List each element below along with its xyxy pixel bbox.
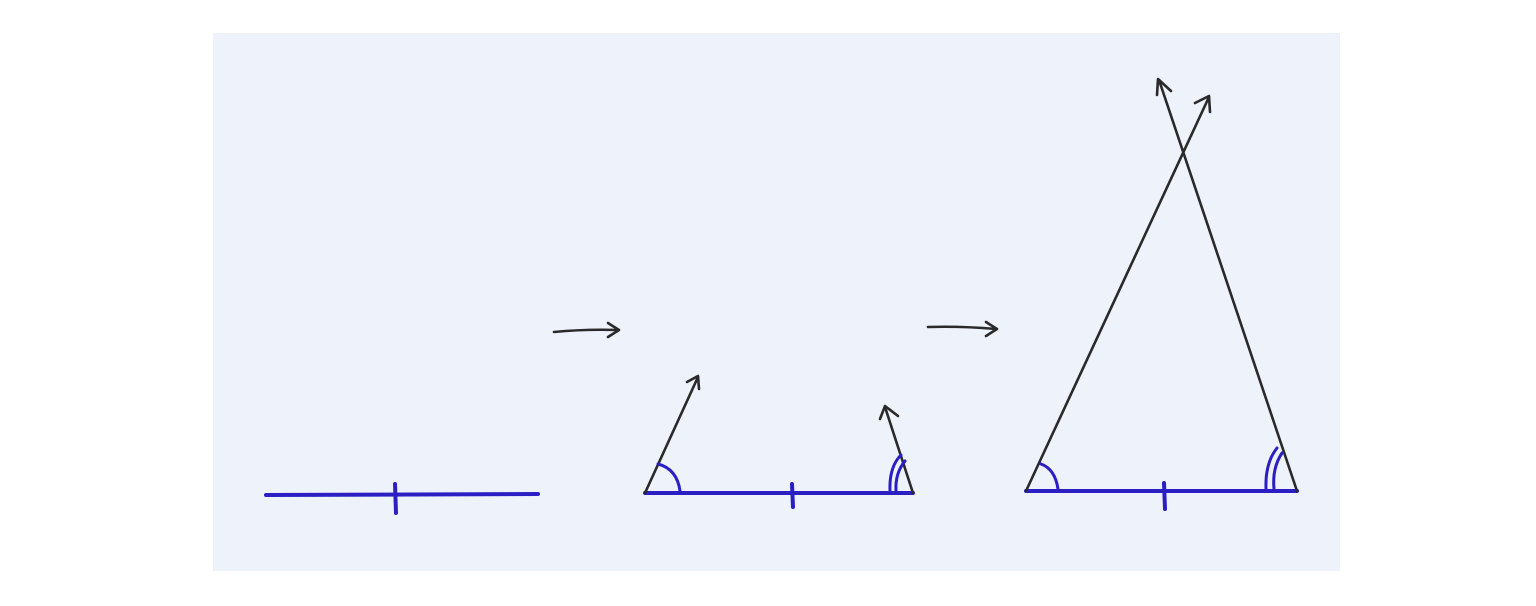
diagram-panel bbox=[213, 33, 1340, 571]
step-2-right-ray-arrowhead bbox=[878, 404, 900, 421]
step-3-completed-triangle bbox=[1024, 77, 1299, 511]
panel-background bbox=[213, 33, 1340, 571]
step-2-base-with-rays bbox=[643, 374, 915, 509]
step-1-segment-line bbox=[264, 492, 540, 497]
step-2-tick-mark bbox=[790, 482, 795, 509]
triangle-construction-diagram bbox=[213, 33, 1340, 571]
step-3-right-angle-arc-outer bbox=[1272, 451, 1284, 491]
transition-arrow-2-shaft bbox=[926, 325, 998, 331]
step-3-right-ray bbox=[1157, 78, 1299, 493]
step-3-left-ray bbox=[1024, 95, 1211, 493]
step-3-right-ray-arrowhead bbox=[1155, 77, 1173, 97]
step-1-tick-mark bbox=[393, 482, 398, 515]
step-2-right-angle-arc-inner bbox=[888, 453, 903, 493]
step-2-left-ray-arrowhead bbox=[685, 374, 701, 391]
step-3-left-ray-arrowhead bbox=[1193, 94, 1212, 114]
step-2-right-angle-arc-outer bbox=[894, 459, 907, 493]
transition-arrow-1-shaft bbox=[552, 328, 620, 334]
step-2-right-ray bbox=[883, 405, 915, 495]
transition-arrow-2 bbox=[926, 320, 999, 338]
step-3-left-angle-arc bbox=[1039, 462, 1060, 491]
step-1-base-segment bbox=[264, 482, 540, 515]
step-2-left-ray bbox=[643, 375, 700, 495]
step-3-tick-mark bbox=[1162, 481, 1167, 511]
transition-arrow-1-head bbox=[606, 321, 621, 339]
transition-arrow-2-head bbox=[984, 320, 999, 338]
step-2-left-angle-arc bbox=[656, 462, 682, 493]
step-3-right-angle-arc-inner bbox=[1264, 446, 1279, 491]
transition-arrow-1 bbox=[552, 321, 621, 339]
